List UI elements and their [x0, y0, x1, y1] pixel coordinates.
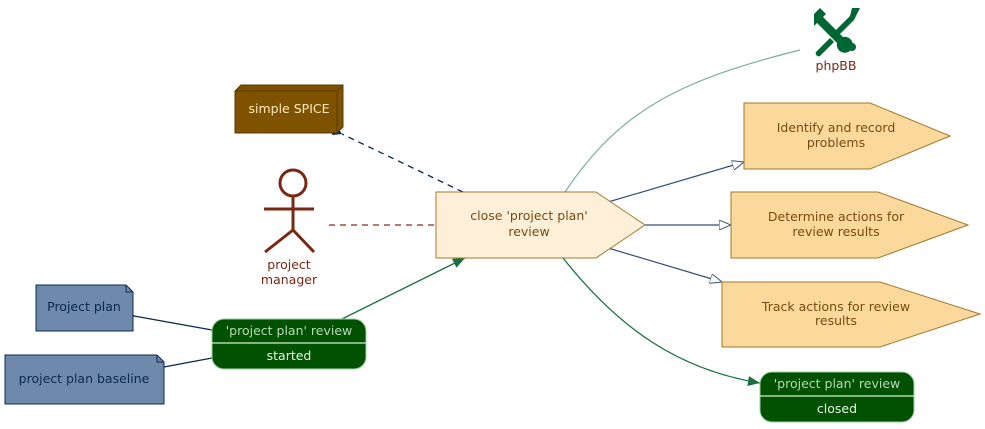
edge-started-to-project-plan: [121, 308, 213, 331]
edge-central-to-closed: [562, 257, 761, 387]
document-project-plan-baseline[interactable]: project plan baseline: [4, 354, 165, 405]
document-project-plan[interactable]: Project plan: [35, 284, 134, 332]
task-track-line2: results: [815, 313, 857, 328]
phpbb-label: phpBB: [816, 58, 857, 73]
central-label-line2: review: [508, 224, 549, 239]
central-activity-node[interactable]: close 'project plan' review: [435, 191, 646, 259]
edge-phpbb-to-central: [564, 49, 801, 193]
task-track-line1: Track actions for review: [761, 299, 910, 314]
task-identify-node[interactable]: Identify and record problems: [743, 102, 952, 170]
actor-label-line1: project: [267, 257, 310, 272]
state-review-closed[interactable]: 'project plan' review closed: [759, 371, 915, 423]
actor-label-line2: manager: [261, 272, 318, 287]
edge-started-to-baseline: [151, 357, 213, 375]
state-started-title: 'project plan' review: [226, 323, 353, 338]
state-closed-title: 'project plan' review: [774, 376, 901, 391]
actor-project-manager[interactable]: project manager: [261, 168, 318, 287]
central-label-line1: close 'project plan': [470, 208, 587, 223]
state-review-started[interactable]: 'project plan' review started: [211, 318, 367, 370]
baseline-label: project plan baseline: [19, 371, 150, 386]
edge-central-to-track: [597, 244, 722, 282]
task-determine-line2: review results: [792, 224, 879, 239]
simple-spice-label: simple SPICE: [248, 101, 329, 116]
task-determine-line1: Determine actions for: [768, 209, 905, 224]
state-closed-status: closed: [817, 401, 857, 416]
task-identify-line2: problems: [807, 135, 865, 150]
wrench-screwdriver-icon: [814, 8, 860, 57]
state-started-status: started: [267, 348, 312, 363]
task-identify-line1: Identify and record: [777, 120, 896, 135]
project-plan-label: Project plan: [47, 299, 121, 314]
edge-started-to-central: [341, 257, 466, 320]
task-determine-node[interactable]: Determine actions for review results: [730, 191, 970, 259]
edge-spice-to-central: [327, 126, 464, 193]
phpbb-node[interactable]: phpBB: [814, 8, 860, 73]
task-track-node[interactable]: Track actions for review results: [721, 281, 982, 348]
edge-central-to-identify: [597, 162, 744, 206]
simple-spice-node[interactable]: simple SPICE: [234, 84, 344, 134]
person-icon: [264, 168, 316, 254]
